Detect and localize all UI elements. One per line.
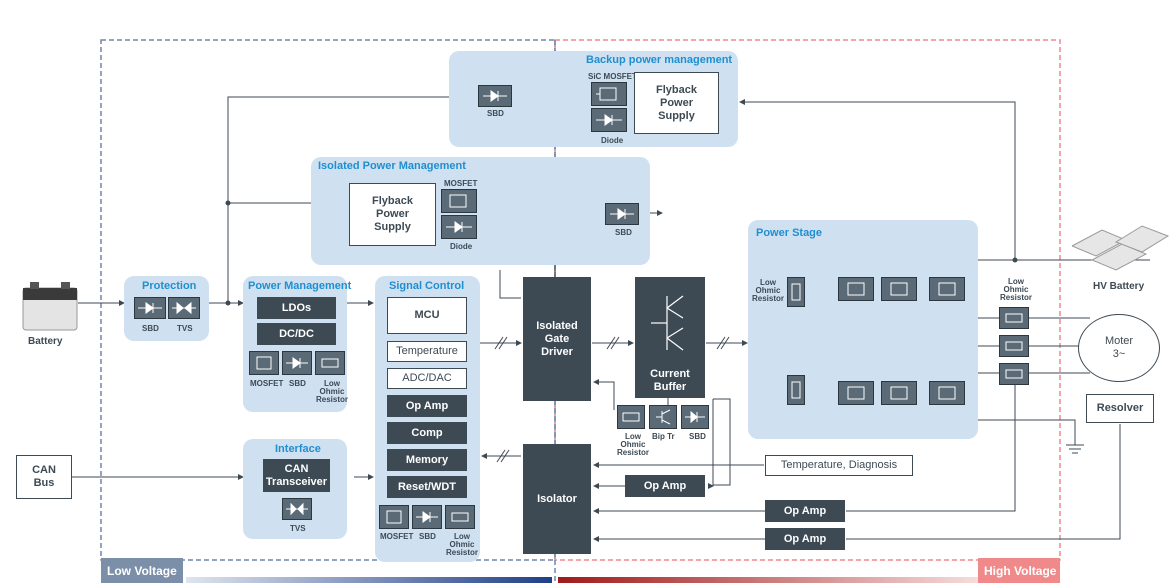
backup-power-title: Backup power management <box>586 54 733 66</box>
mosfet-chip <box>881 381 917 405</box>
battery-label: Battery <box>28 336 63 347</box>
hv-battery-icon <box>1072 225 1170 271</box>
mosfet-label: MOSFET <box>380 532 414 541</box>
mosfet-chip <box>441 189 477 213</box>
mcu-box: MCU <box>387 297 467 334</box>
op-amp-box: Op Amp <box>387 395 467 417</box>
ldos-box: LDOs <box>257 297 336 319</box>
diode-chip <box>441 215 477 239</box>
interface-title: Interface <box>275 443 321 455</box>
tvs-chip <box>168 297 200 319</box>
low-ohmic-resistor-label: Low Ohmic Resistor <box>752 278 785 303</box>
mosfet-chip <box>881 277 917 301</box>
tvs-chip <box>282 498 312 520</box>
memory-box: Memory <box>387 449 467 471</box>
isolator-box: Isolator <box>523 444 591 554</box>
sbd-chip <box>282 351 312 375</box>
low-ohmic-resistor-label: Low Ohmic Resistor <box>617 432 650 457</box>
mosfet-label: MOSFET <box>444 179 478 188</box>
tvs-label: TVS <box>290 524 306 533</box>
mosfet-chip <box>929 277 965 301</box>
op-amp-box: Op Amp <box>765 528 845 550</box>
mosfet-chip <box>249 351 279 375</box>
low-ohmic-resistor-chip <box>315 351 345 375</box>
comp-box: Comp <box>387 422 467 444</box>
low-ohmic-resistor-chip <box>617 405 645 429</box>
low-ohmic-resistor-chip <box>445 505 475 529</box>
isolated-flyback-box: Flyback Power Supply <box>349 183 436 246</box>
backup-flyback-box: Flyback Power Supply <box>634 72 719 134</box>
sic-mosfet-chip <box>591 82 627 106</box>
reset-wdt-box: Reset/WDT <box>387 476 467 498</box>
low-ohmic-resistor-chip <box>999 363 1029 385</box>
isolated-gate-driver-box: Isolated Gate Driver <box>523 277 591 401</box>
sbd-chip <box>134 297 166 319</box>
diode-label: Diode <box>450 242 473 251</box>
tvs-label: TVS <box>177 324 193 333</box>
sbd-chip <box>412 505 442 529</box>
sbd-chip <box>681 405 709 429</box>
mosfet-chip <box>838 381 874 405</box>
mosfet-label: MOSFET <box>250 379 284 388</box>
hv-battery-label: HV Battery <box>1093 281 1145 292</box>
sbd-label: SBD <box>615 228 632 237</box>
high-voltage-label: High Voltage <box>978 558 1060 583</box>
mosfet-chip <box>838 277 874 301</box>
mosfet-chip <box>379 505 409 529</box>
diode-label: Diode <box>601 136 624 145</box>
low-ohmic-resistor-chip <box>999 307 1029 329</box>
power-stage-title: Power Stage <box>756 227 823 239</box>
power-stage-panel <box>748 220 978 439</box>
op-amp-box: Op Amp <box>625 475 705 497</box>
power-management-title: Power Management <box>248 280 352 292</box>
temperature-diagnosis-box: Temperature, Diagnosis <box>765 455 913 476</box>
transistor-icon <box>651 295 684 351</box>
low-ohmic-resistor-label: Low Ohmic Resistor <box>316 379 349 404</box>
sbd-chip <box>478 85 512 107</box>
low-ohmic-resistor-chip <box>787 375 805 405</box>
signal-control-title: Signal Control <box>389 280 465 292</box>
sbd-label: SBD <box>289 379 306 388</box>
sbd-label: SBD <box>689 432 706 441</box>
sic-mosfet-label: SiC MOSFET <box>588 72 637 81</box>
sbd-label: SBD <box>487 109 504 118</box>
low-voltage-label: Low Voltage <box>101 558 183 583</box>
resolver-box: Resolver <box>1086 394 1154 423</box>
dcdc-box: DC/DC <box>257 323 336 345</box>
diode-chip <box>591 108 627 132</box>
current-buffer-box: Current Buffer <box>635 277 705 398</box>
sbd-label: SBD <box>419 532 436 541</box>
low-ohmic-resistor-chip <box>787 277 805 307</box>
protection-title: Protection <box>142 280 197 292</box>
motor-circle: Moter 3~ <box>1078 314 1160 382</box>
sbd-chip <box>605 203 639 225</box>
can-bus-box: CAN Bus <box>16 455 72 499</box>
op-amp-box: Op Amp <box>765 500 845 522</box>
can-transceiver-box: CAN Transceiver <box>263 459 330 492</box>
low-ohmic-resistor-label: Low Ohmic Resistor <box>1000 277 1033 302</box>
mosfet-chip <box>929 381 965 405</box>
bip-tr-label: Bip Tr <box>652 432 675 441</box>
low-ohmic-resistor-chip <box>999 335 1029 357</box>
isolated-power-title: Isolated Power Management <box>318 160 466 172</box>
adc-dac-box: ADC/DAC <box>387 368 467 389</box>
battery-icon <box>22 282 78 331</box>
low-ohmic-resistor-label: Low Ohmic Resistor <box>446 532 479 557</box>
sbd-label: SBD <box>142 324 159 333</box>
temperature-box: Temperature <box>387 341 467 362</box>
bip-tr-chip <box>649 405 677 429</box>
